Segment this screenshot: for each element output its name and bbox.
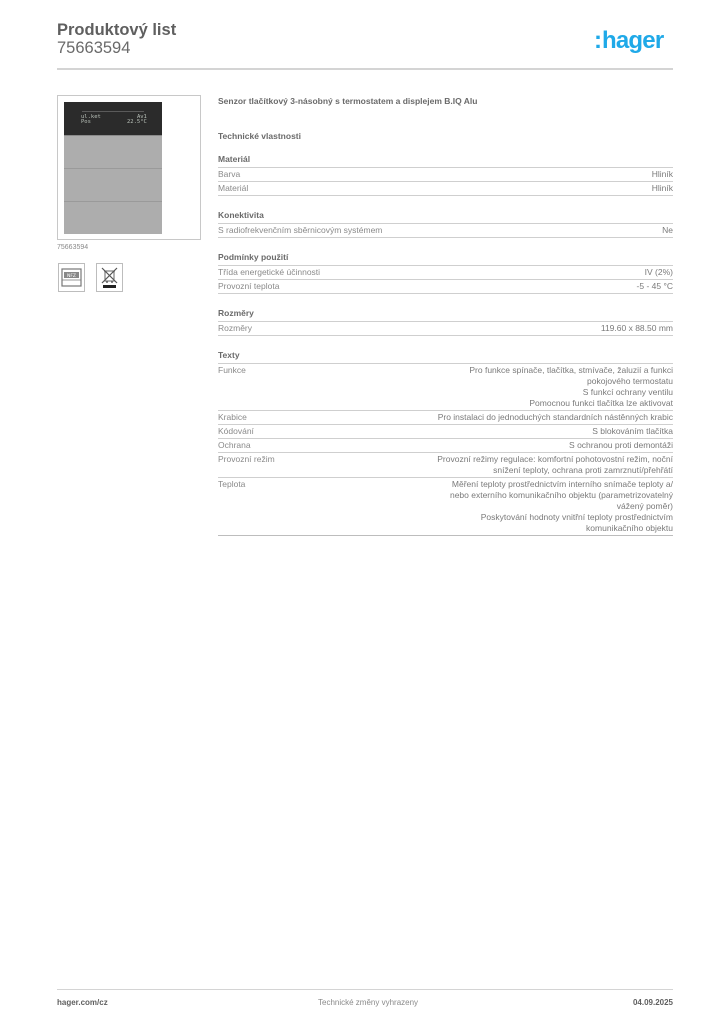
section-dimensions: Rozměry Rozměry 119.60 x 88.50 mm xyxy=(218,304,673,336)
spec-value-line: komunikačního objektu xyxy=(586,523,673,533)
spec-row: Ochrana S ochranou proti demontáži xyxy=(218,439,673,453)
section-usage-conditions: Podmínky použití Třída energetické účinn… xyxy=(218,248,673,294)
spec-label: Krabice xyxy=(218,412,247,422)
spec-label: Ochrana xyxy=(218,440,251,450)
footer-divider xyxy=(57,989,673,990)
device-button-2 xyxy=(64,168,162,201)
spec-label: Rozměry xyxy=(218,323,253,333)
spec-value-line: vážený poměr) xyxy=(616,501,673,511)
spec-value: Hliník xyxy=(388,169,673,180)
spec-value-line: pokojového termostatu xyxy=(587,376,673,386)
image-caption: 75663594 xyxy=(57,244,89,251)
weee-crossed-bin-icon xyxy=(96,263,123,292)
hager-logo: :hager xyxy=(594,27,664,54)
spec-value-line: -5 - 45 °C xyxy=(636,281,673,291)
logo-text: hager xyxy=(602,27,664,54)
nfz-standard-icon: NFZ xyxy=(58,263,85,292)
spec-label: S radiofrekvenčním sběrnicovým systémem xyxy=(218,225,383,235)
spec-row: Teplota Měření teploty prostřednictvím i… xyxy=(218,478,673,536)
spec-value-line: IV (2%) xyxy=(644,267,673,277)
spec-value-line: Hliník xyxy=(651,169,673,179)
spec-value-line: Měření teploty prostřednictvím interního… xyxy=(451,479,673,489)
spec-value: S blokováním tlačítka xyxy=(388,426,673,437)
spec-value-line: Provozní režimy regulace: komfortní poho… xyxy=(437,454,673,464)
section-connectivity: Konektivita S radiofrekvenčním sběrnicov… xyxy=(218,206,673,238)
spec-label: Funkce xyxy=(218,365,246,375)
spec-value: Hliník xyxy=(388,183,673,194)
spec-value-line: Poskytování hodnoty vnitřní teploty pros… xyxy=(480,512,673,522)
spec-row: Provozní režim Provozní režimy regulace:… xyxy=(218,453,673,478)
spec-value: Pro instalaci do jednoduchých standardní… xyxy=(388,412,673,423)
section-heading: Materiál xyxy=(218,150,673,168)
display-text-left-1: ul.ket xyxy=(81,114,101,120)
device-button-1 xyxy=(64,135,162,168)
spec-row: Provozní teplota -5 - 45 °C xyxy=(218,280,673,294)
spec-value-line: Pomocnou funkci tlačítka lze aktivovat xyxy=(529,398,673,408)
section-texts: Texty Funkce Pro funkce spínače, tlačítk… xyxy=(218,346,673,536)
logo-colon: : xyxy=(594,27,602,54)
page-title: Produktový list xyxy=(57,21,177,39)
spec-label: Provozní teplota xyxy=(218,281,280,291)
display-text-right-1: Av1 xyxy=(136,114,147,120)
footer-notice: Technické změny vyhrazeny xyxy=(318,998,419,1007)
display-line xyxy=(82,111,144,112)
spec-label: Materiál xyxy=(218,183,249,193)
display-text-left: ul.ket Pos xyxy=(81,114,101,125)
spec-row: Funkce Pro funkce spínače, tlačítka, stm… xyxy=(218,364,673,411)
spec-label: Barva xyxy=(218,169,241,179)
spec-value-line: Pro funkce spínače, tlačítka, stmívače, … xyxy=(469,365,673,375)
spec-value-line: Hliník xyxy=(651,183,673,193)
product-name: Senzor tlačítkový 3-násobný s termostate… xyxy=(218,96,478,106)
spec-row: Krabice Pro instalaci do jednoduchých st… xyxy=(218,411,673,425)
spec-label: Provozní režim xyxy=(218,454,275,464)
spec-value: Měření teploty prostřednictvím interního… xyxy=(388,479,673,534)
spec-row: Rozměry 119.60 x 88.50 mm xyxy=(218,322,673,336)
spec-row: S radiofrekvenčním sběrnicovým systémem … xyxy=(218,224,673,238)
technical-properties-title: Technické vlastnosti xyxy=(218,131,301,141)
footer-website-link[interactable]: hager.com/cz xyxy=(57,998,108,1007)
display-text-right-2: 22.5°C xyxy=(127,119,147,125)
product-number: 75663594 xyxy=(57,39,131,57)
spec-row: Barva Hliník xyxy=(218,168,673,182)
display-text-left-2: Pos xyxy=(81,119,91,125)
svg-text:NFZ: NFZ xyxy=(67,273,76,279)
spec-row: Třída energetické účinnosti IV (2%) xyxy=(218,266,673,280)
spec-value: -5 - 45 °C xyxy=(388,281,673,292)
section-heading: Podmínky použití xyxy=(218,248,673,266)
device-display: ul.ket Pos Av1 22.5°C xyxy=(64,102,162,135)
section-heading: Konektivita xyxy=(218,206,673,224)
section-material: Materiál Barva Hliník Materiál Hliník xyxy=(218,150,673,196)
specs-table: Materiál Barva Hliník Materiál Hliník Ko… xyxy=(218,150,673,546)
section-heading: Texty xyxy=(218,346,673,364)
spec-value: Ne xyxy=(388,225,673,236)
footer-date: 04.09.2025 xyxy=(632,998,673,1007)
spec-row: Kódování S blokováním tlačítka xyxy=(218,425,673,439)
spec-value-line: 119.60 x 88.50 mm xyxy=(600,323,673,333)
device-button-3 xyxy=(64,201,162,234)
spec-value: 119.60 x 88.50 mm xyxy=(388,323,673,334)
spec-value-line: Ne xyxy=(662,225,673,235)
spec-value: Provozní režimy regulace: komfortní poho… xyxy=(388,454,673,476)
spec-value: S ochranou proti demontáži xyxy=(388,440,673,451)
spec-value-line: S ochranou proti demontáži xyxy=(569,440,673,450)
section-heading: Rozměry xyxy=(218,304,673,322)
spec-row: Materiál Hliník xyxy=(218,182,673,196)
spec-value: IV (2%) xyxy=(388,267,673,278)
spec-value-line: S funkcí ochrany ventilu xyxy=(582,387,673,397)
product-image: ul.ket Pos Av1 22.5°C xyxy=(57,95,201,240)
spec-value-line: S blokováním tlačítka xyxy=(592,426,673,436)
spec-value-line: Pro instalaci do jednoduchých standardní… xyxy=(437,412,673,422)
spec-label: Kódování xyxy=(218,426,254,436)
header-divider xyxy=(57,68,673,70)
device-illustration: ul.ket Pos Av1 22.5°C xyxy=(64,102,162,234)
spec-label: Třída energetické účinnosti xyxy=(218,267,321,277)
spec-value-line: snížení teploty, ochrana proti zamrznutí… xyxy=(493,465,673,475)
display-text-right: Av1 22.5°C xyxy=(127,114,147,125)
spec-value: Pro funkce spínače, tlačítka, stmívače, … xyxy=(388,365,673,409)
spec-value-line: nebo externího komunikačního objektu (pa… xyxy=(449,490,673,500)
spec-label: Teplota xyxy=(218,479,246,489)
